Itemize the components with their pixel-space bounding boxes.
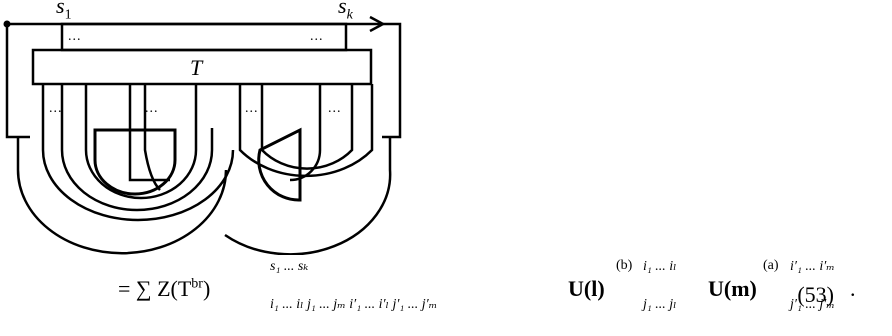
eq-u2-sub: j′₁ ... j′ₘ	[790, 297, 835, 312]
left-arch-strand-1	[41, 84, 235, 222]
eq-z-sub: i₁ ... iₗ j₁ ... jₘ i′₁ ... i′ₗ j′₁ ... …	[270, 297, 438, 312]
equation-53: = ∑ Z(Tbr) s₁ ... sₖ i₁ ... iₗ j₁ ... jₘ…	[0, 258, 892, 328]
top-strands-box	[60, 22, 348, 52]
eq-u2-a: (a)	[763, 258, 779, 273]
eq-u1-sub: j₁ ... jₗ	[643, 297, 677, 312]
eq-u2-sup: i′₁ ... i′ₘ	[790, 259, 835, 274]
eq-period: .	[850, 276, 856, 301]
equation-number: (53)	[797, 282, 834, 307]
braid-diagram	[3, 15, 402, 255]
outer-left-loop	[5, 24, 30, 139]
eq-z-sup: s₁ ... sₖ	[270, 259, 309, 274]
dots-top-right: ...	[310, 29, 324, 44]
right-arch-outer	[224, 137, 392, 255]
dots-left-1: ...	[49, 101, 63, 116]
box-label-t: T	[190, 55, 203, 80]
left-arch-strand-4	[128, 84, 170, 182]
eq-u1: U(l)	[568, 276, 605, 301]
eq-close: )	[202, 276, 211, 301]
outer-right-loop	[382, 22, 402, 139]
left-arch-strand-2	[60, 84, 214, 212]
dots-right-1: ...	[245, 101, 259, 116]
left-inner-u	[93, 128, 177, 196]
start-dot	[3, 20, 11, 28]
right-arch-strand-3	[289, 84, 322, 182]
left-arch-strand-3	[84, 84, 198, 200]
eq-br: br	[191, 276, 203, 292]
eq-u1-b: (b)	[616, 258, 633, 273]
crossing-strand	[143, 84, 161, 191]
dots-top-left: ...	[68, 29, 82, 44]
label-sk: sk	[338, 0, 353, 23]
eq-u1-sup: i₁ ... iₗ	[643, 259, 677, 274]
label-s1: s1	[56, 0, 72, 23]
right-inner-u	[257, 127, 302, 202]
eq-u2: U(m)	[708, 276, 757, 301]
right-arch-strand-2	[260, 84, 354, 170]
dots-right-2: ...	[328, 101, 342, 116]
dots-left-2: ...	[145, 101, 159, 116]
left-arch-outer	[16, 137, 228, 255]
eq-lead: = ∑ Z(T	[118, 276, 192, 301]
t-box	[31, 48, 373, 86]
